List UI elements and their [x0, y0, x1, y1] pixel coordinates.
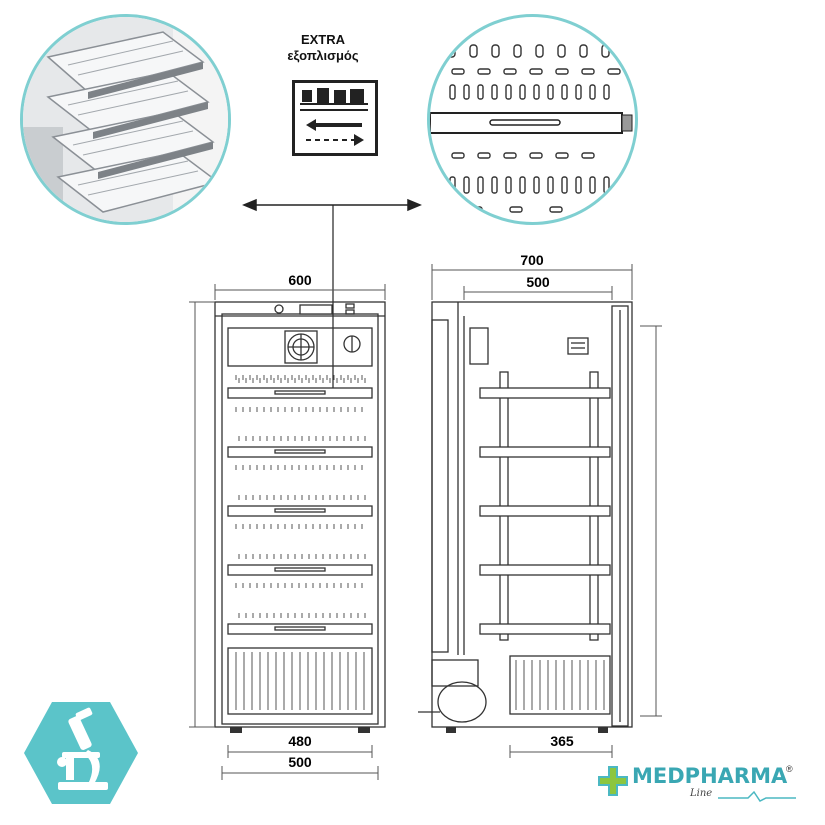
logo-brand-text: MEDPHARMA — [632, 764, 788, 788]
microscope-icon — [24, 702, 138, 804]
extra-line2: εξοπλισμός — [287, 48, 359, 63]
dim-inner-width-bottom: 500 — [288, 754, 312, 770]
dim-side-bottom: 365 — [550, 733, 574, 749]
side-view — [418, 301, 633, 728]
extra-equipment-title: EXTRA εξοπλισμός — [268, 32, 378, 64]
dim-front-width: 600 — [288, 272, 312, 288]
double-arrow-icon — [242, 198, 422, 212]
dim-inner-width-top: 480 — [288, 733, 312, 749]
front-view — [214, 301, 386, 728]
logo-cross-icon — [598, 766, 628, 796]
logo-sub-text: Line — [690, 788, 713, 799]
shelf-detail-illustration — [430, 44, 633, 213]
medpharma-logo: MEDPHARMA ® Line — [598, 764, 798, 806]
dim-side-inner-depth: 500 — [526, 274, 550, 290]
logo-registered-mark: ® — [786, 764, 793, 774]
dim-side-depth: 700 — [520, 252, 544, 268]
fan-icon — [284, 330, 318, 364]
extra-line1: EXTRA — [300, 32, 346, 47]
shelf-closeup-circle — [427, 14, 638, 225]
drawer-equipment-icon — [292, 80, 378, 156]
heartbeat-line — [718, 790, 796, 802]
